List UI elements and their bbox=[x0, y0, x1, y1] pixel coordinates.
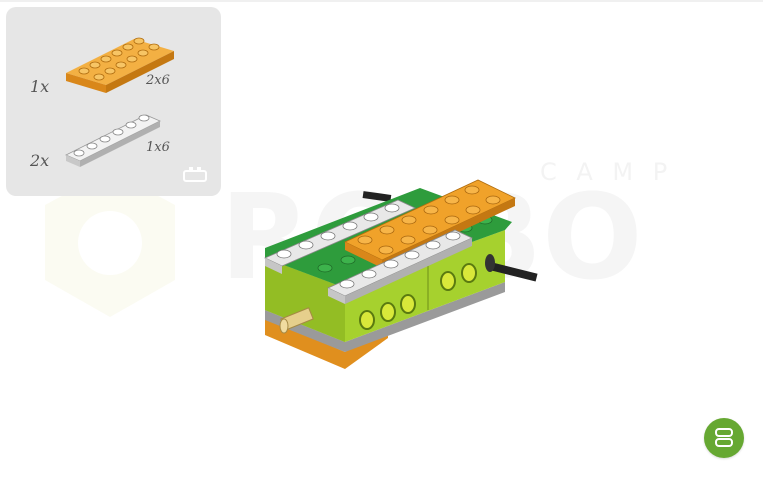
parts-list-panel: 1x 2x6 2x 1x6 bbox=[6, 7, 221, 196]
part-size: 2x6 bbox=[146, 73, 170, 88]
watermark-sub-text: C A M P bbox=[540, 158, 673, 186]
parts-toggle-button[interactable] bbox=[704, 418, 744, 458]
part-quantity: 1x bbox=[30, 77, 49, 96]
top-divider bbox=[0, 0, 763, 2]
bricks-stack-icon bbox=[714, 427, 734, 449]
bricks-stack-icon[interactable] bbox=[182, 165, 208, 183]
watermark-hexagon-hole bbox=[78, 211, 142, 275]
black-axle-back bbox=[363, 191, 392, 202]
part-quantity: 2x bbox=[30, 151, 49, 170]
lego-model-illustration bbox=[250, 170, 550, 375]
part-size: 1x6 bbox=[146, 140, 170, 155]
